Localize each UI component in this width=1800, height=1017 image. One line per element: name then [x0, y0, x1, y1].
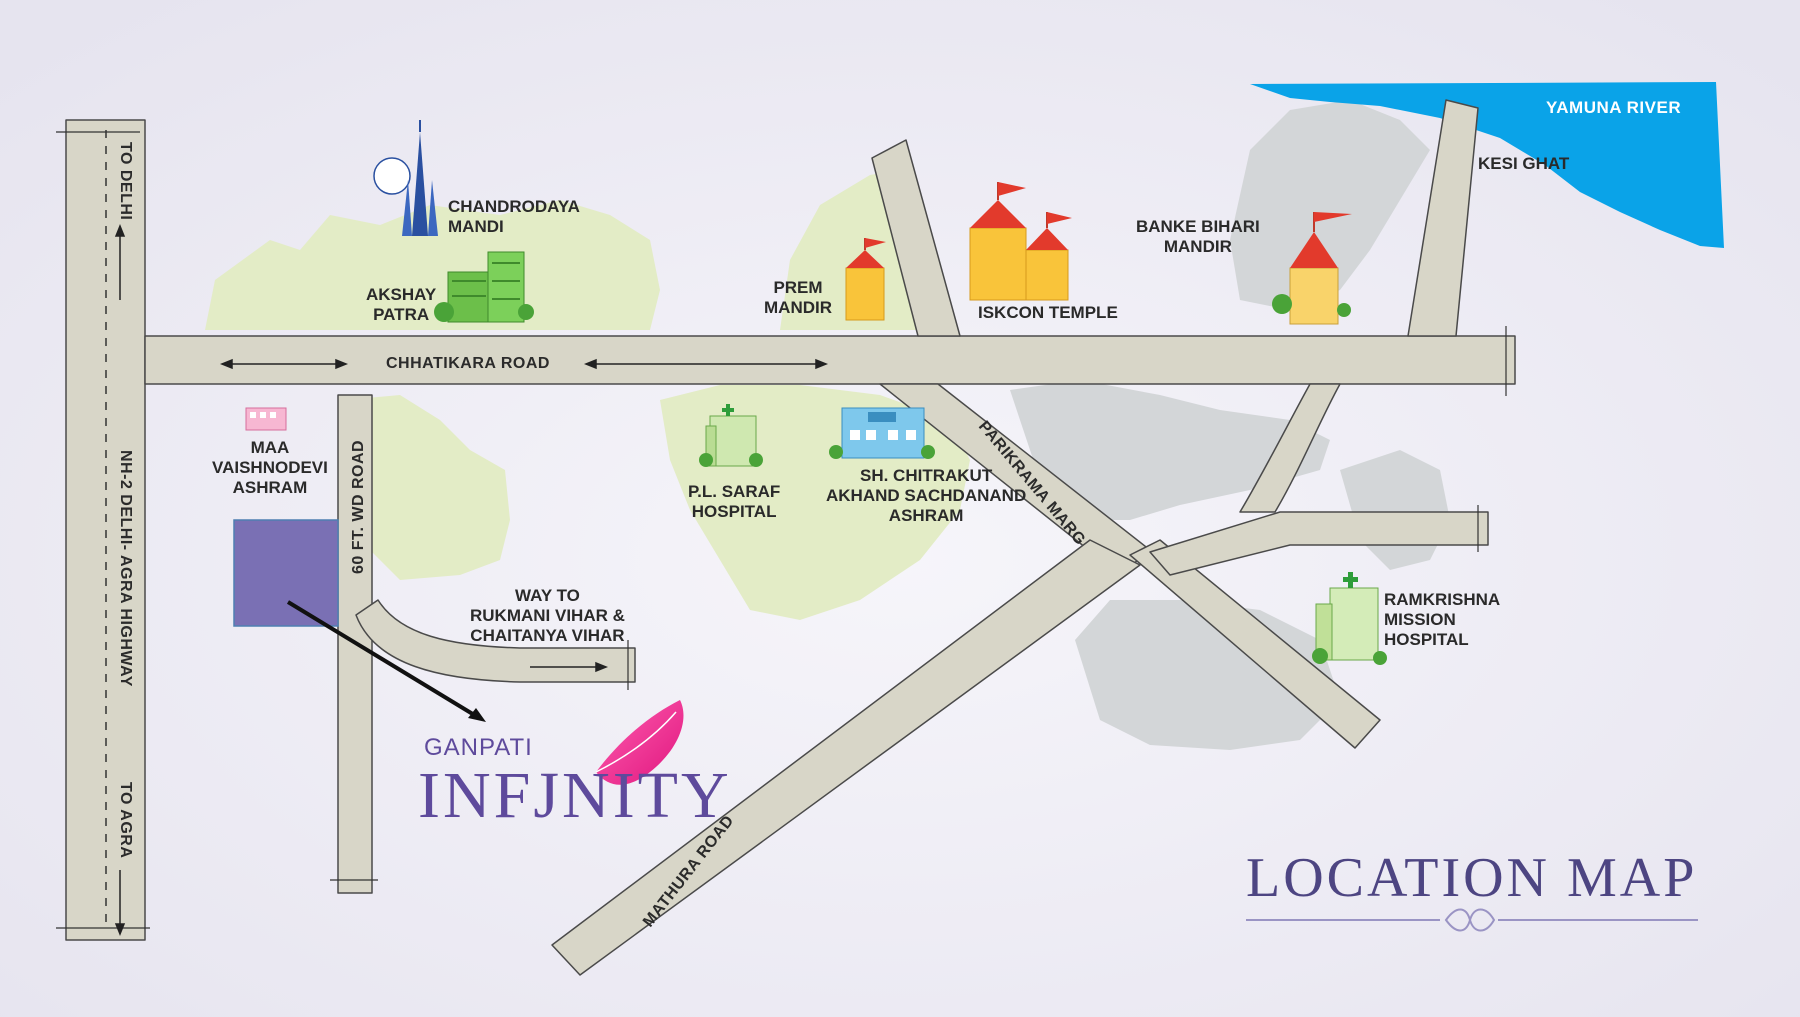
green-building-icon — [434, 251, 534, 323]
title-ornament — [1246, 908, 1698, 932]
site-pointer-arrow — [286, 600, 486, 722]
brand-name-small: GANPATI — [424, 734, 533, 761]
brand-feather-icon — [595, 700, 684, 785]
maa-ashram-icon — [245, 407, 287, 431]
label-wd-road: 60 FT. WD ROAD — [350, 439, 367, 574]
project-site-plot[interactable] — [233, 519, 339, 627]
label-to-delhi: TO DELHI — [117, 142, 134, 221]
label-nh2: NH-2 DELHI- AGRA HIGHWAY — [117, 450, 134, 687]
label-yamuna-river: YAMUNA RIVER — [1546, 98, 1682, 117]
road-east — [1149, 511, 1489, 576]
road-end-ticks — [56, 131, 1507, 929]
yamuna-river — [1250, 82, 1724, 248]
brand-name-big: INFJNITY — [418, 759, 732, 832]
roads — [65, 99, 1516, 976]
label-chhatikara: CHHATIKARA ROAD — [386, 355, 550, 372]
chitrakut-ashram-icon — [829, 407, 935, 459]
label-iskcon: ISKCON TEMPLE — [978, 303, 1118, 322]
road-upper-diag — [871, 139, 961, 337]
banke-temple-icon — [1272, 212, 1352, 325]
page-title: LOCATION MAP — [1246, 847, 1698, 909]
label-to-agra: TO AGRA — [117, 782, 134, 859]
road-lower-right — [1129, 539, 1381, 749]
saraf-hospital-icon — [699, 404, 763, 467]
iskcon-temple-icon — [969, 182, 1072, 301]
label-kesi-ghat: KESI GHAT — [1478, 154, 1570, 173]
temple-spire-icon — [373, 120, 438, 236]
direction-arrows — [114, 223, 829, 937]
road-river-diag — [1407, 99, 1479, 337]
road-curve-east — [1239, 383, 1341, 513]
road-rukmani — [355, 599, 636, 683]
road-mathura — [551, 539, 1141, 976]
ramkrishna-hospital-icon — [1312, 572, 1387, 665]
road-chhatikara — [144, 335, 1516, 385]
prem-temple-icon — [845, 238, 886, 321]
